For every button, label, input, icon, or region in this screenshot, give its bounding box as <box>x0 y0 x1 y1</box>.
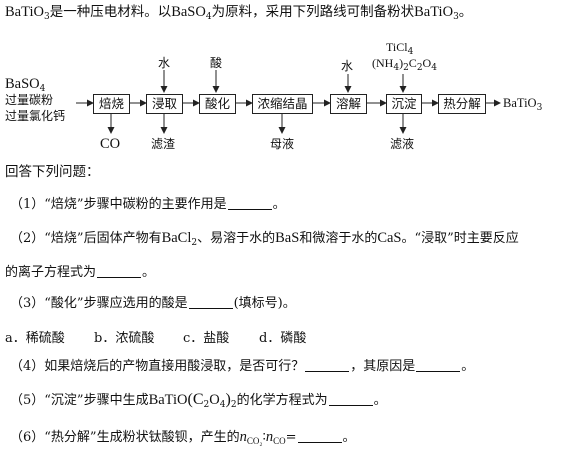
intro-text-1: 是一种压电材料。以 <box>49 4 172 20</box>
step-thermal-decomp-box: 热分解 <box>438 94 486 114</box>
option-d[interactable]: d．磷酸 <box>259 331 307 346</box>
question-4-blank-2[interactable] <box>416 359 461 372</box>
question-1-blank[interactable] <box>227 197 272 210</box>
question-4: （4）如果焙烧后的产物直接用酸浸取，是否可行？，其原因是。 <box>10 359 475 374</box>
question-2-line-1: （2）“焙烧”后固体产物有BaCl2、易溶于水的BaS和微溶于水的CaS。“浸取… <box>10 230 519 248</box>
question-5-blank[interactable] <box>328 393 373 406</box>
ratio-n-co2: n <box>239 429 247 445</box>
intro-period: 。 <box>458 4 473 20</box>
step-concentrate-box: 浓缩结晶 <box>252 94 313 114</box>
ratio-n-co: n <box>265 429 274 445</box>
question-4-text: （4）如果焙烧后的产物直接用酸浸取，是否可行？ <box>10 359 305 374</box>
flowchart-arrows <box>76 70 501 134</box>
product-batio3: BaTiO3 <box>503 96 543 113</box>
question-5: （5）“沉淀”步骤中生成BaTiO(C2O4)2的化学方程式为。 <box>10 391 387 410</box>
feed-baso4: BaSO4 <box>5 76 46 94</box>
question-3-blank[interactable] <box>188 296 233 309</box>
question-6-blank[interactable] <box>297 430 342 443</box>
answer-prompt: 回答下列问题： <box>5 164 100 180</box>
question-3: （3）“酸化”步骤应选用的酸是(填标号)。 <box>10 296 296 311</box>
output-filtrate: 滤液 <box>390 137 415 151</box>
step-leach-box: 浸取 <box>146 94 183 114</box>
question-4-blank-1[interactable] <box>305 359 350 372</box>
question-1: （1）“焙烧”步骤中碳粉的主要作用是。 <box>10 197 286 212</box>
intro-sub: 3 <box>43 12 50 22</box>
formula-batio-c2o4-2: BaTiO <box>148 392 188 408</box>
formula-bacl2: BaCl <box>161 230 192 246</box>
input-water-dissolve: 水 <box>341 59 354 73</box>
input-ticl4: TiCl4 <box>386 40 414 57</box>
intro-sub: 3 <box>453 12 459 22</box>
question-6: （6）“热分解”生成粉状钛酸钡，产生的nCO₂∶nCO=。 <box>10 429 356 446</box>
output-filter-residue: 滤渣 <box>151 137 176 151</box>
formula-cas: CaS <box>377 230 402 246</box>
feed-cacl2: 过量氯化钙 <box>5 109 66 123</box>
step-acidify-box: 酸化 <box>199 94 236 114</box>
question-5-text: （5）“沉淀”步骤中生成 <box>10 393 149 408</box>
question-2-blank[interactable] <box>97 265 142 278</box>
intro-formula-batio3-end: BaTiO <box>414 4 454 20</box>
option-a[interactable]: a．稀硫酸 <box>5 331 65 346</box>
formula-bas: BaS <box>275 230 300 246</box>
intro-formula-batio3: BaTiO <box>5 4 44 20</box>
feed-carbon: 过量碳粉 <box>5 93 54 107</box>
step-precipitate-box: 沉淀 <box>386 94 422 114</box>
question-2-line-2: 的离子方程式为。 <box>5 265 156 280</box>
input-water-leach: 水 <box>158 56 171 70</box>
output-mother-liquor: 母液 <box>270 137 295 151</box>
output-co: CO <box>100 136 121 152</box>
question-6-text: （6）“热分解”生成粉状钛酸钡，产生的 <box>10 430 240 445</box>
option-c[interactable]: c．盐酸 <box>183 331 230 346</box>
intro-formula-baso4: BaSO <box>171 4 206 20</box>
intro-sub: 4 <box>205 12 212 22</box>
step-dissolve-box: 溶解 <box>330 94 367 114</box>
option-b[interactable]: b．浓硫酸 <box>94 331 155 346</box>
step-roast-box: 焙烧 <box>93 94 130 114</box>
intro-text-2: 为原料，采用下列路线可制备粉状 <box>211 4 415 20</box>
input-ammonium-oxalate: (NH4)2C2O4 <box>372 56 437 73</box>
question-1-text: （1）“焙烧”步骤中碳粉的主要作用是 <box>10 197 227 212</box>
intro-line: BaTiO3是一种压电材料。以BaSO4为原料，采用下列路线可制备粉状BaTiO… <box>5 3 473 22</box>
question-2-text: （2）“焙烧”后固体产物有 <box>10 231 162 246</box>
question-3-text: （3）“酸化”步骤应选用的酸是 <box>10 296 188 311</box>
input-acid: 酸 <box>210 56 223 70</box>
